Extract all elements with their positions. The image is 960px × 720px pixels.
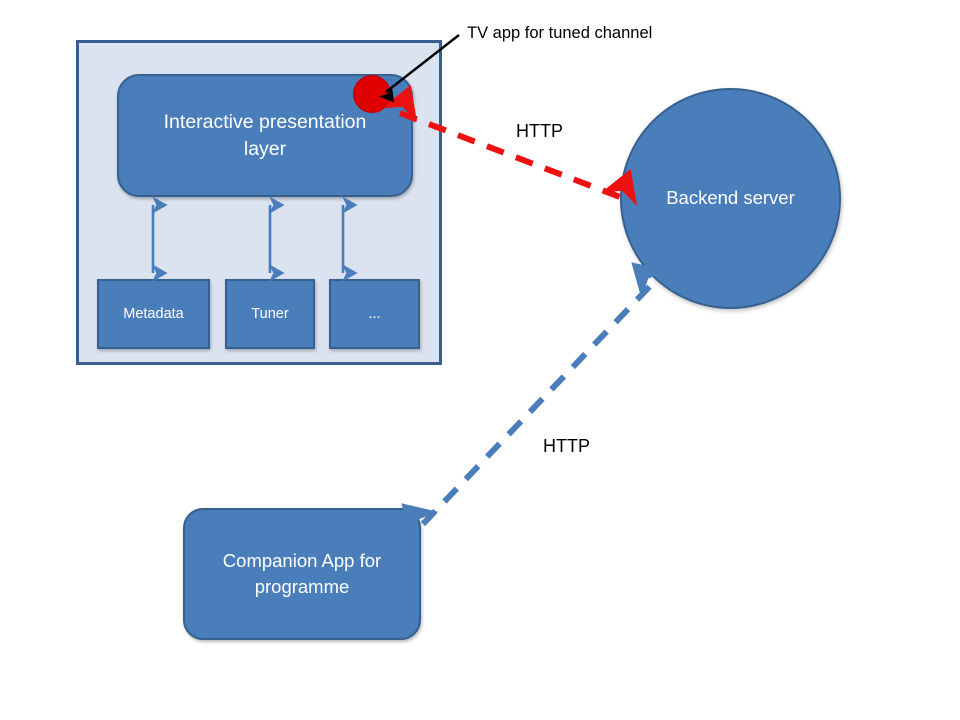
link-label-http-bottom: HTTP bbox=[543, 436, 590, 456]
backend-server-node[interactable]: Backend server bbox=[620, 88, 841, 309]
tv-app-indicator-dot[interactable] bbox=[353, 75, 391, 113]
companion-app-label: Companion App for programme bbox=[222, 550, 382, 597]
component-box-tuner[interactable]: Tuner bbox=[225, 279, 315, 349]
backend-server-label: Backend server bbox=[666, 187, 795, 209]
connector-companion-to-backend bbox=[423, 283, 653, 524]
link-label-http-top: HTTP bbox=[516, 121, 563, 141]
component-label-metadata: Metadata bbox=[123, 306, 184, 322]
component-label-other: ... bbox=[368, 306, 381, 322]
companion-app-node[interactable]: Companion App for programme bbox=[183, 508, 421, 640]
component-box-metadata[interactable]: Metadata bbox=[97, 279, 210, 349]
component-box-other[interactable]: ... bbox=[329, 279, 420, 349]
presentation-layer-label: Interactive presentation layer bbox=[163, 111, 367, 160]
callout-label-tv-app: TV app for tuned channel bbox=[467, 24, 653, 42]
component-label-tuner: Tuner bbox=[251, 306, 289, 322]
